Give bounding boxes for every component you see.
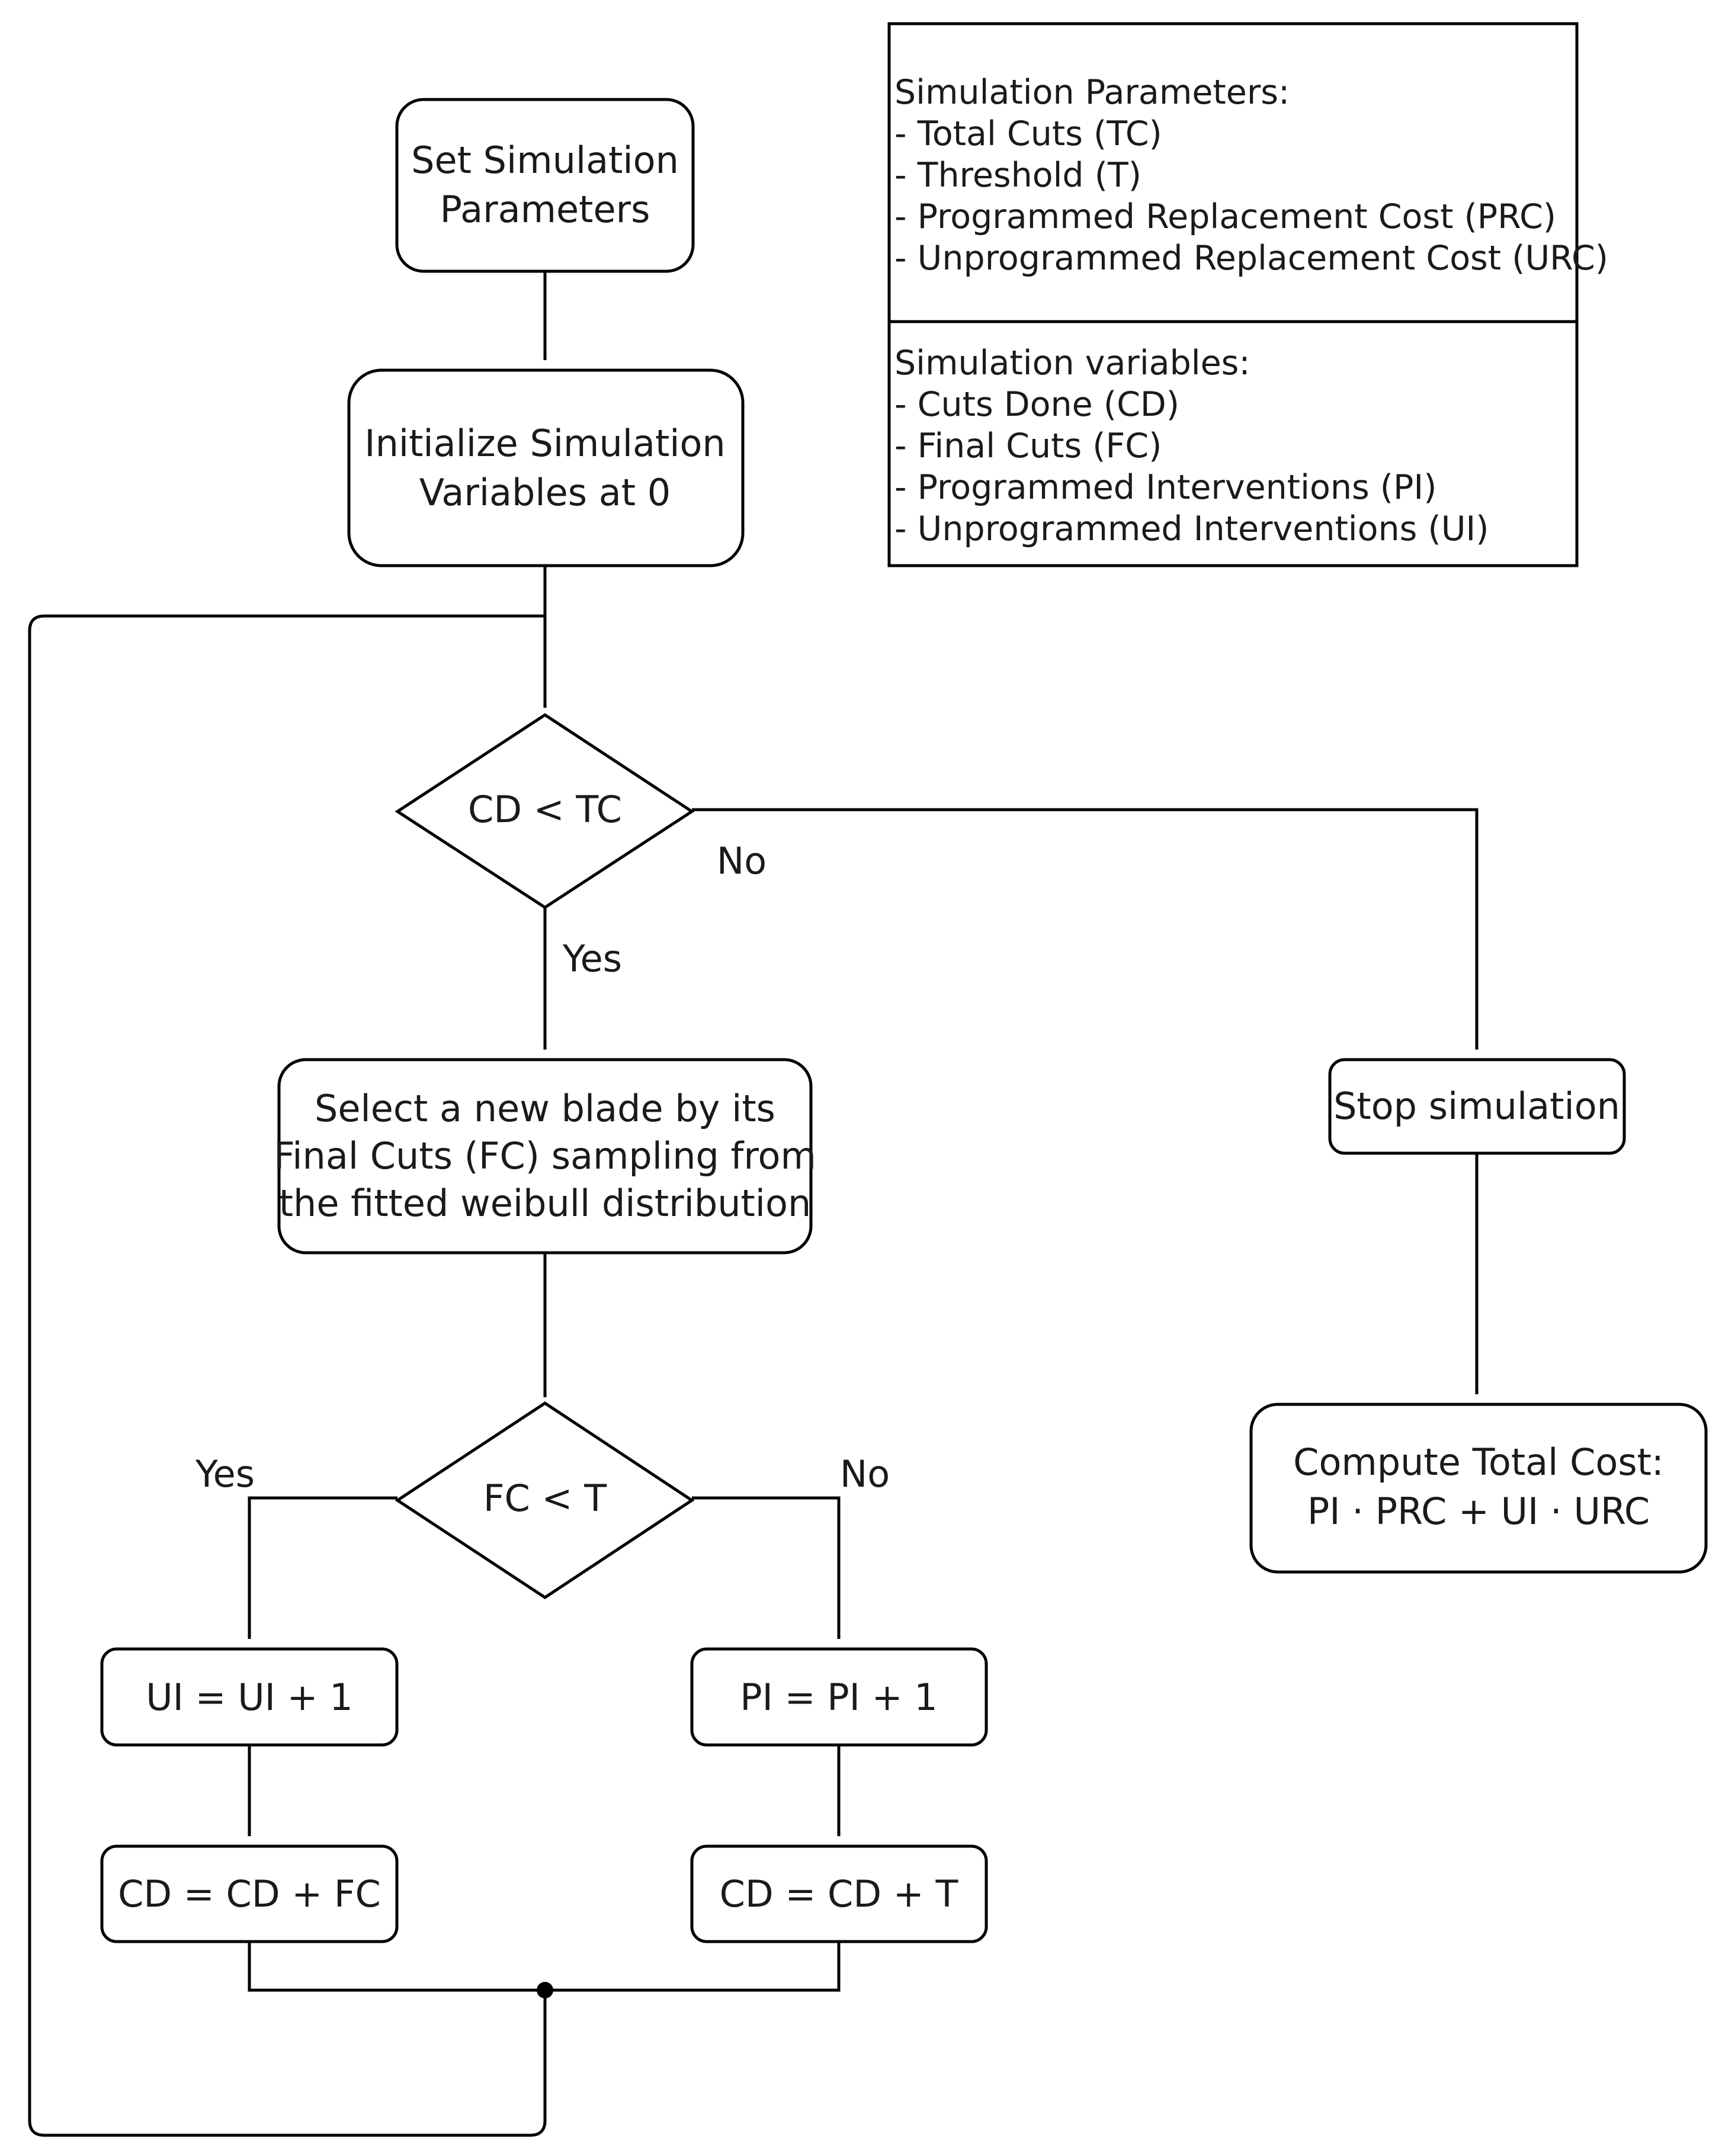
select-blade-line-1: Select a new blade by its: [315, 1087, 775, 1130]
select-blade-line-2: Final Cuts (FC) sampling from: [274, 1134, 816, 1178]
set-params-line-2: Parameters: [440, 188, 650, 231]
decision-cd-tc: CD < TC: [395, 713, 695, 909]
cd-plus-fc-label: CD = CD + FC: [118, 1872, 381, 1916]
select-blade-line-3: the fitted weibull distribution: [279, 1182, 812, 1225]
stop-label: Stop simulation: [1333, 1085, 1620, 1128]
init-vars-line-2: Variables at 0: [419, 471, 671, 514]
node-select-blade: Select a new blade by its Final Cuts (FC…: [274, 1058, 816, 1255]
decision-cd-tc-label: CD < TC: [468, 788, 622, 831]
node-stop: Stop simulation: [1328, 1058, 1626, 1155]
legend-parameters: Simulation Parameters: - Total Cuts (TC)…: [894, 73, 1608, 278]
edge-label-yes-2: Yes: [195, 1452, 255, 1496]
init-vars-line-1: Initialize Simulation: [364, 422, 725, 465]
loop-back-line: [28, 614, 547, 2137]
legend-param-item: - Total Cuts (TC): [894, 114, 1162, 153]
legend-var-item: - Cuts Done (CD): [894, 385, 1179, 424]
connectors: [28, 271, 1479, 2137]
legend-var-item: - Final Cuts (FC): [894, 426, 1162, 466]
node-init-vars: Initialize Simulation Variables at 0: [347, 368, 745, 567]
legend-param-item: - Threshold (T): [894, 156, 1141, 195]
decision-fc-t: FC < T: [395, 1401, 695, 1599]
legend-var-item: - Programmed Interventions (PI): [894, 468, 1436, 507]
compute-cost-line-2: PI · PRC + UI · URC: [1307, 1490, 1650, 1533]
pi-increment-label: PI = PI + 1: [740, 1676, 938, 1719]
legend-var-item: - Unprogrammed Interventions (UI): [894, 509, 1489, 548]
set-params-line-1: Set Simulation: [411, 139, 679, 182]
edge-label-yes-1: Yes: [562, 937, 622, 980]
edge-label-no-2: No: [840, 1452, 890, 1496]
node-cd-plus-fc: CD = CD + FC: [100, 1844, 399, 1943]
legend-param-item: - Unprogrammed Replacement Cost (URC): [894, 239, 1608, 278]
node-pi-increment: PI = PI + 1: [690, 1647, 988, 1747]
node-ui-increment: UI = UI + 1: [100, 1647, 399, 1747]
node-compute-cost: Compute Total Cost: PI · PRC + UI · URC: [1249, 1403, 1708, 1574]
legend-variables: Simulation variables: - Cuts Done (CD) -…: [894, 344, 1489, 548]
legend-box: Simulation Parameters: - Total Cuts (TC)…: [887, 22, 1608, 567]
node-set-params: Set Simulation Parameters: [395, 98, 695, 273]
legend-param-item: - Programmed Replacement Cost (PRC): [894, 197, 1556, 236]
arrow-yes-to-ui: [248, 1496, 397, 1639]
node-cd-plus-t: CD = CD + T: [690, 1844, 988, 1943]
decision-fc-t-label: FC < T: [483, 1477, 607, 1520]
legend-params-title: Simulation Parameters:: [894, 73, 1290, 112]
compute-cost-line-1: Compute Total Cost:: [1293, 1440, 1664, 1484]
arrow-no-to-pi: [692, 1496, 841, 1639]
ui-increment-label: UI = UI + 1: [146, 1676, 353, 1719]
cd-plus-t-label: CD = CD + T: [720, 1872, 959, 1916]
legend-vars-title: Simulation variables:: [894, 344, 1250, 383]
edge-label-no-1: No: [717, 839, 767, 883]
arrow-no-to-stop: [692, 808, 1479, 1050]
